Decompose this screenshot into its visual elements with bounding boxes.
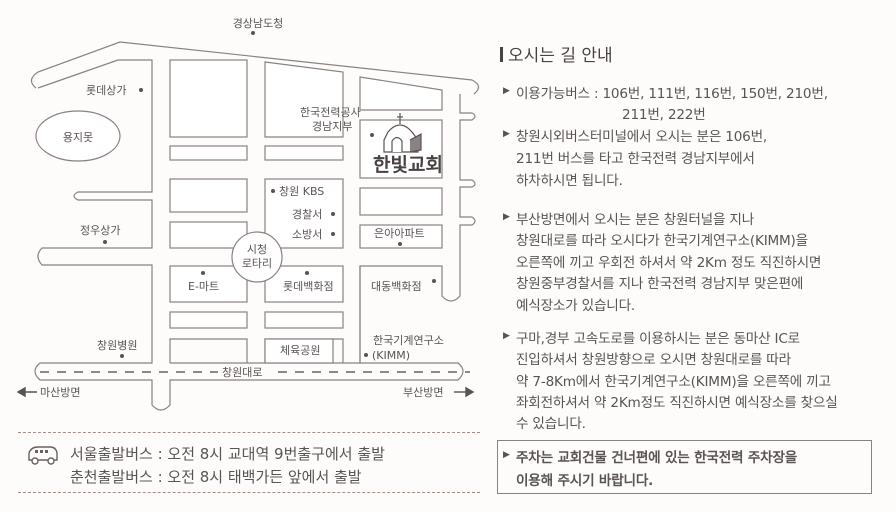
label-lotte-dept: 롯데백화점	[283, 280, 334, 293]
parking-notice	[497, 440, 872, 494]
area-map: 경상남도청 롯데상가 용지못 정우상가 창원병원 창원대로 한국전력공사 경남지…	[16, 17, 480, 411]
bullet-icon: ▶	[503, 129, 510, 139]
label-provincial-office: 경상남도청	[233, 17, 284, 30]
busan-line-5: 예식장소가 있습니다.	[516, 298, 635, 314]
busan-line-3: 오른쪽에 끼고 우회전 하셔서 약 2Km 정도 직진하시면	[516, 255, 822, 271]
bus-icon	[28, 446, 58, 465]
chuncheon-bus-info: 춘천출발버스 : 오전 8시 태백가든 앞에서 출발	[70, 468, 362, 486]
highway-line-5: 수 있습니다.	[516, 416, 586, 432]
label-fire-station: 소방서	[292, 228, 322, 241]
location-dots	[103, 31, 436, 358]
bullet-icon: ▶	[503, 212, 510, 222]
label-sports-park: 체육공원	[280, 344, 320, 357]
church-icon	[383, 113, 422, 153]
label-main-road: 창원대로	[222, 366, 262, 379]
busan-line-2: 창원대로를 따라 오시다가 한국기계연구소(KIMM)을	[516, 233, 808, 249]
yongji-pond	[35, 110, 121, 162]
divider-bottom	[18, 492, 480, 493]
label-rotary-1: 시청	[247, 243, 267, 256]
label-daedong-dept: 대동백화점	[371, 280, 422, 293]
highway-line-2: 진입하셔서 창원방향으로 오시면 창원대로를 따라	[516, 352, 791, 368]
label-police: 경찰서	[292, 208, 322, 221]
city-blocks	[169, 59, 443, 364]
label-yongji-pond: 용지못	[63, 131, 93, 144]
highway-line-3: 약 7-8Km에서 한국기계연구소(KIMM)을 오른쪽에 끼고	[516, 374, 831, 390]
bullet-icon: ▶	[503, 331, 510, 341]
highway-line-4: 좌회전하셔서 약 2Km정도 직진하시면 예식장소를 찾으실	[516, 395, 838, 411]
label-kimm-1: 한국기계연구소	[373, 334, 444, 347]
arrow-left-icon	[16, 386, 37, 398]
label-busan-direction: 부산방면	[403, 386, 443, 399]
directions-title-text: 오시는 길 안내	[508, 46, 613, 66]
label-kepco-2: 경남지부	[312, 120, 352, 133]
busan-line-4: 창원중부경찰서를 지나 한국전력 경남지부 맞은편에	[516, 276, 804, 292]
city-hall-rotary	[231, 231, 283, 283]
terminal-line-2: 211번 버스를 타고 한국전력 경남지부에서	[516, 151, 755, 167]
terminal-line-3: 하차하시면 됩니다.	[516, 173, 623, 189]
seoul-bus-info: 서울출발버스 : 오전 8시 교대역 9번출구에서 출발	[70, 445, 385, 463]
bus-routes-line-1: 이용가능버스 : 106번, 111번, 116번, 150번, 210번,	[516, 86, 828, 102]
directions-title: 오시는 길 안내	[500, 41, 613, 66]
parking-line-1: 주차는 교회건물 건너편에 있는 한국전력 주차장을	[516, 450, 798, 466]
label-emart: E-마트	[188, 280, 219, 293]
bus-routes-line-2: 211번, 222번	[622, 107, 706, 123]
terminal-line-1: 창원시외버스터미널에서 오시는 분은 106번,	[516, 129, 768, 145]
label-changwon-hospital: 창원병원	[97, 339, 137, 352]
label-church-name: 한빛교회	[373, 154, 443, 176]
label-rotary-2: 로타리	[242, 257, 272, 270]
arrow-right-icon	[454, 386, 475, 398]
highway-line-1: 구마,경부 고속도로를 이용하시는 분은 동마산 IC로	[516, 331, 800, 347]
label-lotte-mall: 롯데상가	[86, 84, 126, 97]
bullet-icon: ▶	[503, 450, 510, 460]
label-kbs: 창원 KBS	[279, 185, 324, 198]
label-kepco-1: 한국전력공사	[300, 106, 361, 119]
busan-line-1: 부산방면에서 오시는 분은 창원터널을 지나	[516, 212, 754, 228]
divider-top	[18, 432, 480, 433]
map-labels: 경상남도청 롯데상가 용지못 정우상가 창원병원 창원대로 한국전력공사 경남지…	[40, 17, 444, 399]
bullet-icon: ▶	[503, 86, 510, 96]
parking-line-2: 이용해 주시기 바랍니다.	[516, 473, 654, 489]
label-euna-apt: 은아아파트	[374, 227, 425, 240]
road-label-bg	[218, 364, 270, 379]
label-jeongwoo-mall: 정우상가	[80, 224, 120, 237]
label-kimm-2: (KIMM)	[372, 349, 410, 362]
label-masan-direction: 마산방면	[40, 386, 80, 399]
